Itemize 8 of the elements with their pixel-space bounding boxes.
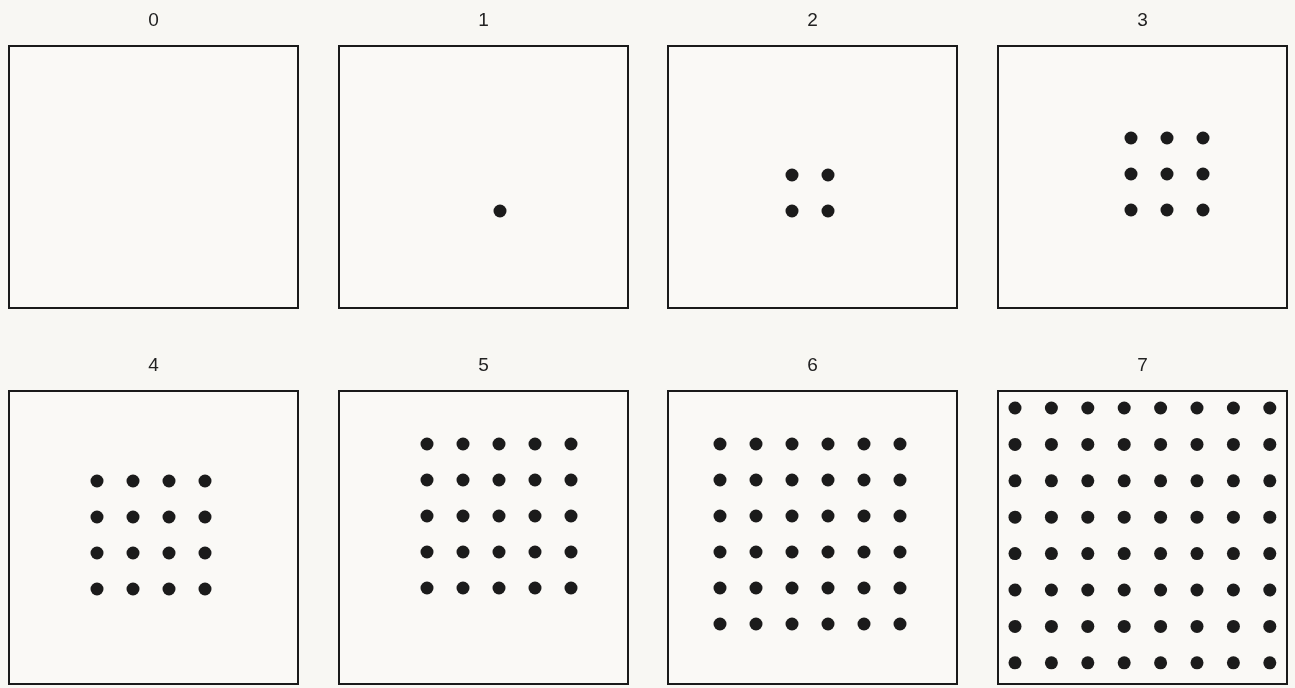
panel-number: 0	[147, 9, 160, 31]
panel-number: 6	[806, 354, 819, 376]
panel-number: 3	[1136, 9, 1149, 31]
panel-number: 4	[147, 354, 160, 376]
panel-number: 2	[806, 9, 819, 31]
panel-number: 5	[477, 354, 490, 376]
panel-number: 1	[477, 9, 490, 31]
panel-number: 7	[1136, 354, 1149, 376]
